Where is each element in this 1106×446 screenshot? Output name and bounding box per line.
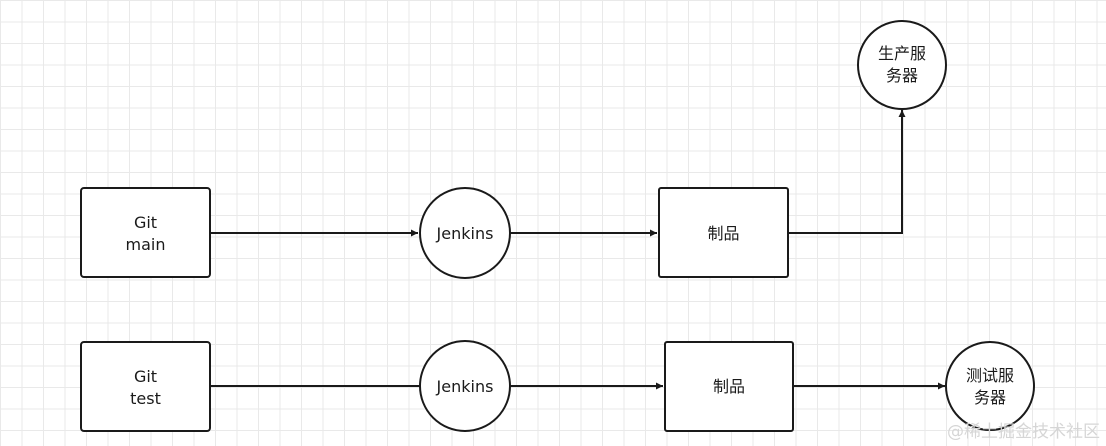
production-server-node (857, 20, 947, 110)
production-server-label-line2: 务器 (886, 66, 918, 85)
test-server-label-line2: 务器 (974, 388, 1006, 407)
row-main: Git main Jenkins 制品 生产服 务器 (80, 20, 947, 279)
test-server-label-line1: 测试服 (966, 366, 1014, 385)
watermark: @稀土掘金技术社区 (947, 422, 1100, 442)
row-test: Git test Jenkins 制品 测试服 务器 (80, 340, 1035, 432)
jenkins-test-label: Jenkins (436, 377, 494, 396)
git-test-box (80, 341, 211, 432)
git-test-label-line2: test (130, 389, 161, 408)
git-main-label-line2: main (126, 235, 166, 254)
production-server-label-line1: 生产服 (878, 44, 926, 63)
artifact-main-label: 制品 (707, 224, 739, 243)
jenkins-main-label: Jenkins (436, 224, 494, 243)
artifact-test-label: 制品 (713, 377, 745, 396)
git-main-box (80, 187, 211, 278)
git-main-label-line1: Git (134, 213, 157, 232)
git-test-label-line1: Git (134, 367, 157, 386)
test-server-node (945, 341, 1035, 431)
arrow-artifact-to-production-server (788, 110, 906, 234)
